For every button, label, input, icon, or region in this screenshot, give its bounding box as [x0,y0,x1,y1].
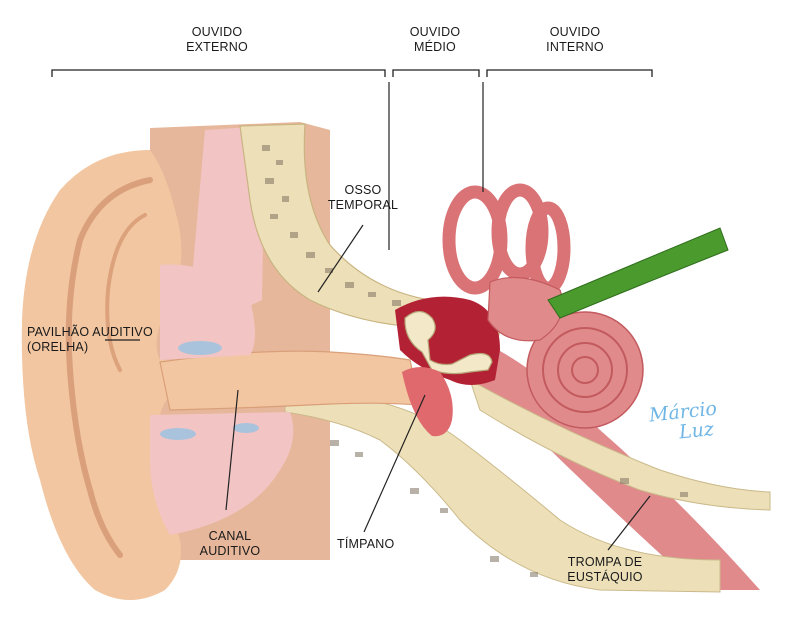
ear-canal [159,350,421,411]
label-line: OUVIDO [549,25,601,39]
label-line: TÍMPANO [337,537,395,551]
label-canal-auditivo: CANAL AUDITIVO [195,529,265,559]
label-line: TROMPA DE [567,555,643,569]
pinna-fold [65,177,153,558]
section-brackets [51,69,653,77]
label-trompa-de-eustaquio: TROMPA DE EUSTÁQUIO [560,555,650,585]
cartilage-spot-3 [233,423,259,433]
label-line: INTERNO [546,40,604,54]
ossicles [404,310,493,375]
canal-lower-tissue [150,412,294,535]
vestibule [487,276,564,342]
label-line: OUVIDO [409,25,461,39]
label-line: CANAL [208,529,252,543]
cartilage-spot-2 [160,428,196,440]
label-line: AUDITIVO [199,544,261,558]
label-line: OUVIDO [191,25,243,39]
semicircular-canals [442,183,571,295]
label-pavilhao-auditivo: PAVILHÃO AUDITIVO (ORELHA) [27,325,153,355]
pinna-inner [105,213,147,372]
eardrum [402,367,453,437]
label-ouvido-interno: OUVIDO INTERNO [540,25,610,55]
cochlea [526,311,644,429]
artist-signature: Márcio Luz [648,398,720,446]
lower-bone-band [284,396,721,593]
canal-upper-tissue [160,264,255,360]
label-line: EUSTÁQUIO [567,570,643,584]
label-ouvido-medio: OUVIDO MÉDIO [400,25,470,55]
label-osso-temporal: OSSO TEMPORAL [325,183,401,213]
label-line: PAVILHÃO AUDITIVO [27,325,153,339]
label-line: EXTERNO [186,40,248,54]
label-timpano: TÍMPANO [337,537,394,552]
label-line: MÉDIO [414,40,456,54]
label-line: (ORELHA) [27,340,89,354]
cartilage-spot-1 [178,341,222,355]
auditory-nerve [547,227,729,319]
bone-edge-right [469,378,771,511]
label-line: OSSO [344,183,382,197]
leader-lines [105,82,651,551]
label-ouvido-externo: OUVIDO EXTERNO [182,25,252,55]
label-line: TEMPORAL [327,198,399,212]
